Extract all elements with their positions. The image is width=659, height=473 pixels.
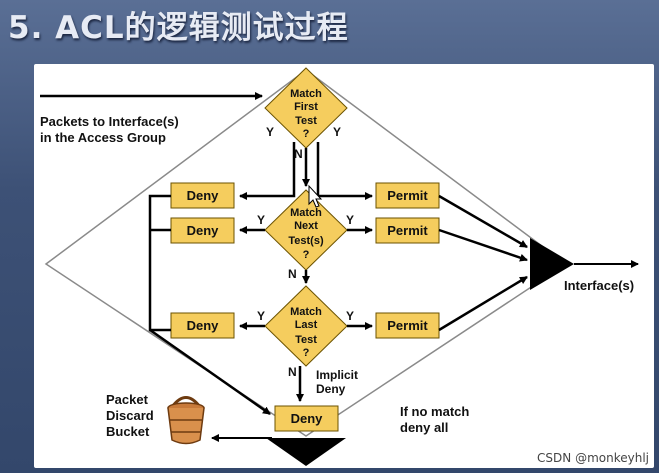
label-y-5: Y [257,309,265,323]
bucket-label-1: Packet [106,392,149,407]
no-match-label-1: If no match [400,404,469,419]
first-line-1: Match [290,88,322,100]
decision-last-test [264,285,348,367]
implicit-label-2: Deny [316,382,346,396]
permit-box-2 [375,217,440,244]
discard-funnel [266,438,346,466]
permit-box-3 [375,312,440,339]
last-line-1: Match [290,306,322,318]
deny-label-1: Deny [187,188,220,203]
watermark: CSDN @monkeyhlj [537,451,649,465]
label-n-2: N [288,267,297,281]
permit-arrow-1 [438,194,528,249]
bucket-label-2: Discard [106,408,154,423]
first-line-4: ? [303,128,310,140]
last-line-3: Test [295,334,317,346]
next-line-3: Test(s) [288,235,324,247]
next-line-1: Match [290,207,322,219]
entry-label: Packets to Interface(s) [40,114,179,129]
slide-title: 5. ACL的逻辑测试过程 [8,10,349,46]
deny-label-implicit: Deny [291,411,324,426]
deny-label-2: Deny [187,223,220,238]
label-y-1: Y [266,125,274,139]
permit-arrow-3 [438,275,528,332]
no-match-label-2: deny all [400,420,448,435]
deny-label-3: Deny [187,318,220,333]
last-line-4: ? [303,347,310,359]
last-line-2: Last [295,319,318,331]
permit-label-2: Permit [387,223,428,238]
deny-box-2 [170,217,235,244]
permit-label-1: Permit [387,188,428,203]
deny-box-3 [170,312,235,339]
label-n-3: N [288,365,297,379]
permit-box-1 [375,182,440,209]
label-n-1: N [294,147,303,161]
bucket-icon [167,396,205,445]
next-line-2: Next [294,220,318,232]
interface-label: Interface(s) [564,278,634,293]
yes-left-line [239,142,296,200]
label-y-6: Y [346,309,354,323]
cursor-icon [308,184,323,208]
deny-collect-line [148,194,171,332]
entry-label-2: in the Access Group [40,130,166,145]
deny-box-1 [170,182,235,209]
deny-to-bucket [149,328,271,416]
label-y-4: Y [346,213,354,227]
outline-diamond [44,69,568,437]
implicit-label-1: Implicit [316,368,358,382]
next-line-4: ? [303,249,310,261]
permit-arrow-2 [438,228,528,262]
yes-right-line [316,142,373,200]
interface-funnel [530,238,574,290]
label-y-3: Y [257,213,265,227]
first-line-2: First [294,101,318,113]
permit-label-3: Permit [387,318,428,333]
bucket-label-3: Bucket [106,424,150,439]
deny-box-implicit [274,405,339,432]
label-y-2: Y [333,125,341,139]
first-line-3: Test [295,115,317,127]
